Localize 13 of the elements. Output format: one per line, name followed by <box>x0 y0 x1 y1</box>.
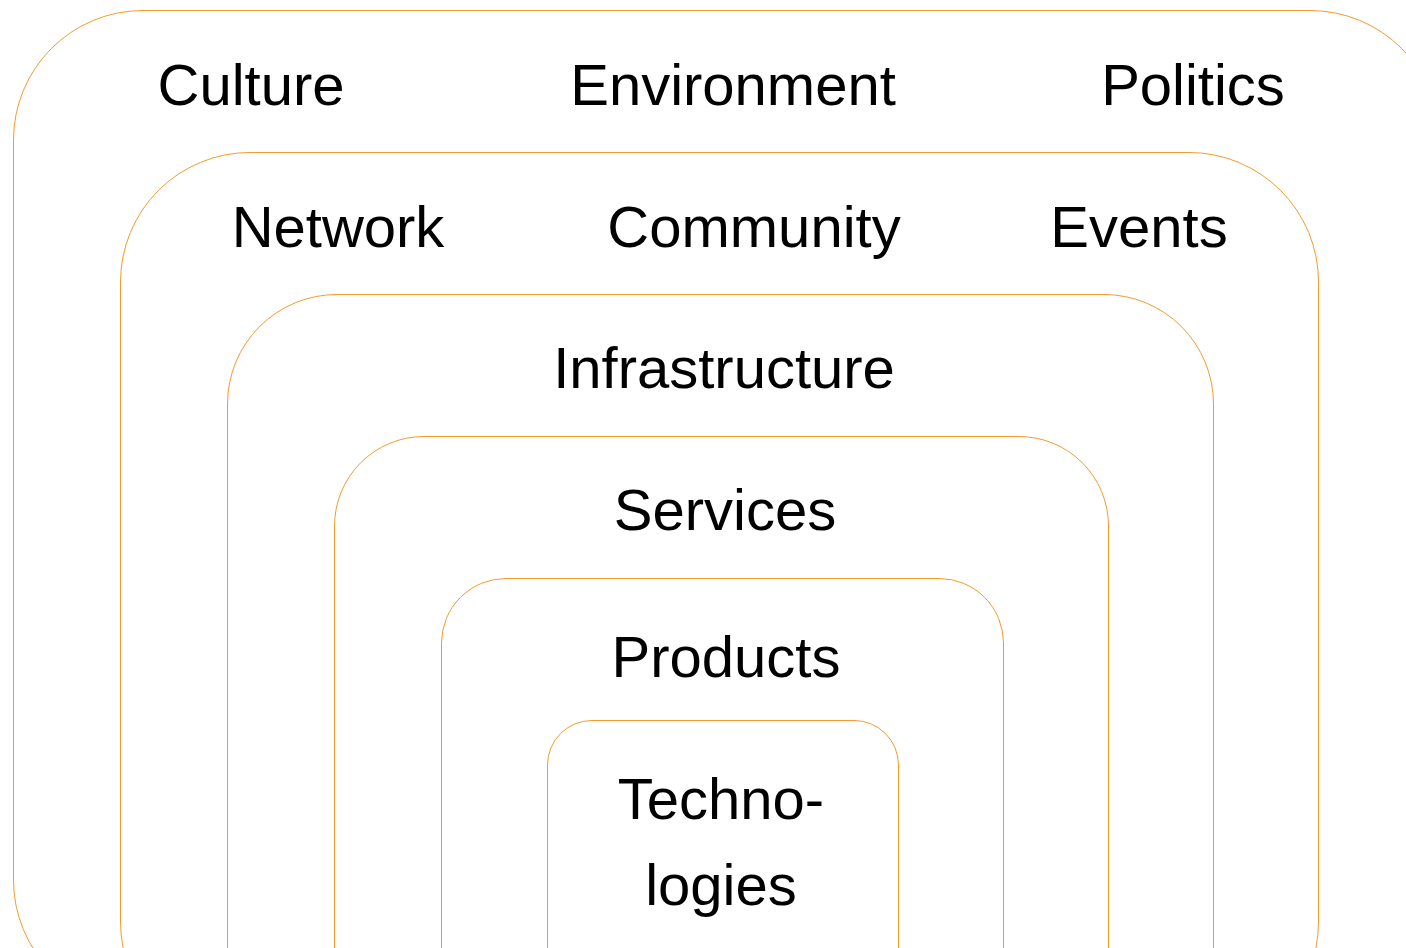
layer-box <box>120 152 1319 948</box>
layer-label: Services <box>613 475 837 543</box>
layer-label: Environment <box>570 50 896 118</box>
layer-box <box>334 436 1109 948</box>
layer-label: Culture <box>157 50 345 118</box>
layer-box <box>227 294 1214 948</box>
layer-label: Community <box>607 192 901 260</box>
layer-label: Network <box>231 192 445 260</box>
layer-label: Infrastructure <box>553 333 895 401</box>
layer-label: Politics <box>1101 50 1285 118</box>
layer-label: Events <box>1050 192 1228 260</box>
layer-label: Products <box>611 622 841 690</box>
layer-label: Techno- logies <box>616 765 826 919</box>
